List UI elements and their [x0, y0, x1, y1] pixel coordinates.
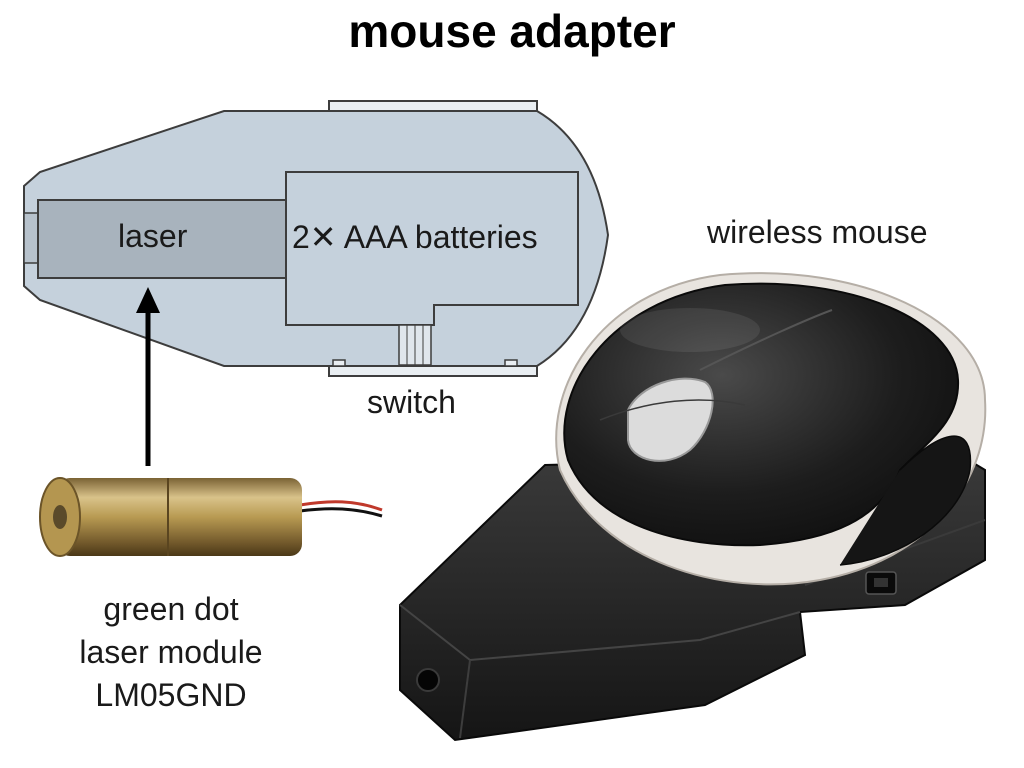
arrow-head: [136, 287, 160, 313]
module-label-line: LM05GND: [95, 677, 247, 713]
module-wire-red: [299, 500, 383, 512]
mouse-shell: [563, 282, 960, 547]
module-wire-black: [299, 507, 383, 518]
bottom-rail-tab-right: [504, 359, 518, 367]
wireless-mouse-label: wireless mouse: [707, 214, 928, 250]
module-lens: [53, 505, 67, 529]
bottom-rail-tab-left: [332, 359, 346, 367]
page-title: mouse adapter: [348, 5, 676, 57]
module-label-line: green dot: [103, 591, 239, 627]
laser-label: laser: [118, 218, 188, 254]
batteries-label: 2✕ AAA batteries: [292, 219, 538, 255]
switch-label: switch: [367, 384, 456, 420]
bottom-rail: [328, 365, 538, 377]
laser-aperture: [416, 668, 440, 692]
battery-compartment: [285, 171, 579, 326]
module-label-line: laser module: [79, 634, 263, 670]
module-body: [58, 478, 302, 556]
laser-tube: [37, 199, 287, 279]
laser-module-label: green dot laser module LM05GND: [46, 588, 296, 717]
